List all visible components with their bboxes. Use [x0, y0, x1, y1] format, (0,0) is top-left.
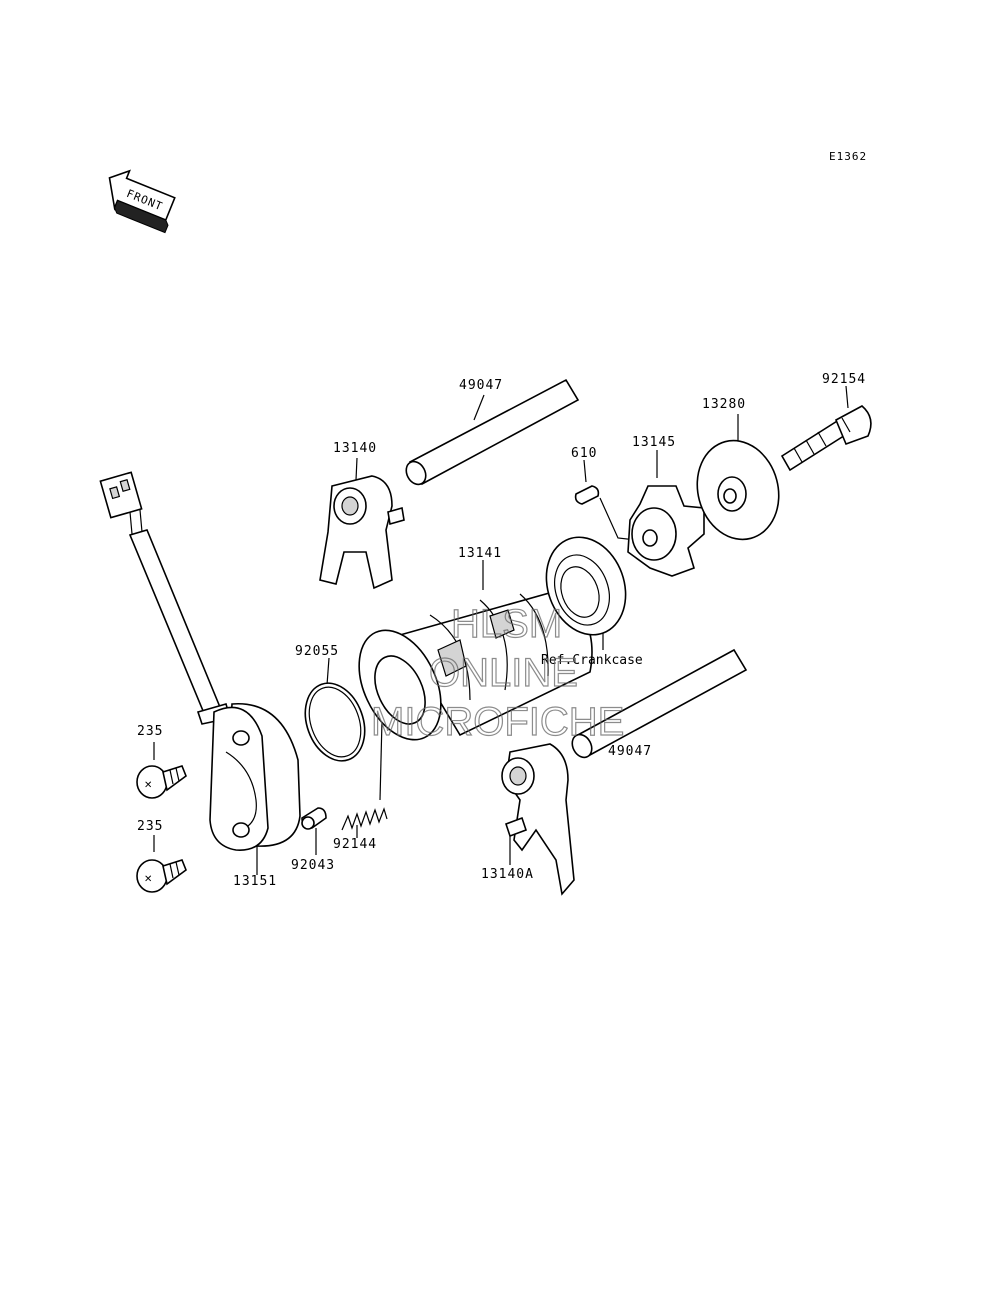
- front-arrow-icon: FRONT: [108, 169, 176, 234]
- screw-235-lower: ✕: [136, 859, 187, 893]
- shift-fork-13140: [319, 475, 405, 590]
- diagram-code: E1362: [829, 150, 867, 163]
- sensor-wire: [99, 471, 232, 725]
- spring-92144: [341, 807, 388, 831]
- watermark-line-3: MICROFICHE: [371, 700, 624, 744]
- shift-fork-13140A: [501, 743, 575, 896]
- label-screw-lower: 235: [137, 819, 163, 834]
- sensor-housing-13151: [209, 703, 301, 851]
- watermark-line-2: ONLINE: [429, 651, 578, 695]
- cover-plate-13280: [696, 439, 780, 541]
- label-fork-13140A: 13140A: [481, 867, 534, 882]
- svg-text:✕: ✕: [144, 874, 152, 885]
- label-pin-610: 610: [571, 446, 597, 461]
- screw-235-upper: ✕: [136, 765, 187, 799]
- label-spring: 92144: [333, 837, 377, 852]
- label-drum: 13141: [458, 546, 502, 561]
- label-shaft-top: 49047: [459, 378, 503, 393]
- label-fork-13140: 13140: [333, 441, 377, 456]
- drum-cam-13145: [627, 485, 705, 577]
- leader-lines: [153, 385, 849, 875]
- label-ref-crankcase: Ref.Crankcase: [541, 653, 643, 668]
- shift-drum-13141: [358, 589, 593, 741]
- pin-610: [574, 485, 600, 505]
- detent-pin-92043: [301, 807, 327, 830]
- label-detent-pin: 92043: [291, 858, 335, 873]
- label-cover-plate: 13280: [702, 397, 746, 412]
- label-screw-upper: 235: [137, 724, 163, 739]
- label-shaft-bottom: 49047: [608, 744, 652, 759]
- svg-text:✕: ✕: [144, 780, 152, 791]
- bearing: [545, 536, 627, 636]
- label-sensor-housing: 13151: [233, 874, 277, 889]
- label-bolt: 92154: [822, 372, 866, 387]
- shaft-49047-bottom: [571, 648, 748, 759]
- watermark: HLSM ONLINE MICROFICHE: [370, 601, 625, 744]
- bolt-92154: [780, 405, 872, 472]
- label-o-ring: 92055: [295, 644, 339, 659]
- watermark-line-1: HLSM: [451, 602, 562, 646]
- label-drum-cam: 13145: [632, 435, 676, 450]
- shaft-49047-top: [405, 378, 580, 486]
- o-ring-92055: [304, 682, 366, 762]
